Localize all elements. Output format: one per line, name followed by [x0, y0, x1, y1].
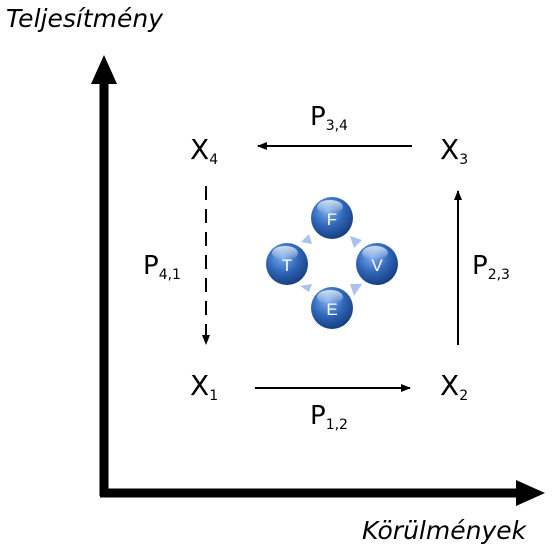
- state-x4-index: 4: [209, 152, 219, 168]
- state-x2-symbol: X: [440, 369, 460, 402]
- cycle-arrow-e-t: [300, 284, 312, 292]
- x-axis: [100, 480, 545, 506]
- transition-label-p34: P3,4: [310, 102, 348, 133]
- cycle-node-v: V: [356, 243, 398, 285]
- cycle-node-f: F: [311, 197, 353, 239]
- state-x3: X3: [440, 133, 468, 168]
- transition-p41-index: 4,1: [158, 267, 181, 283]
- state-x4-symbol: X: [190, 133, 210, 166]
- state-x2: X2: [440, 369, 468, 404]
- transition-label-p41: P4,1: [143, 251, 181, 282]
- cycle-node-t: T: [266, 243, 308, 285]
- transition-p12-symbol: P: [310, 401, 326, 431]
- x-axis-arrowhead: [516, 480, 545, 506]
- state-x1-index: 1: [209, 388, 219, 404]
- cycle-node-f-label: F: [327, 210, 337, 229]
- transition-label-p12: P1,2: [310, 401, 348, 432]
- cycle-node-e-label: E: [326, 300, 337, 319]
- state-x1: X1: [190, 369, 218, 404]
- y-axis-arrowhead: [91, 55, 117, 84]
- cycle-arrow-v-e: [350, 284, 362, 296]
- cycle-node-t-label: T: [282, 256, 292, 275]
- transition-p34-symbol: P: [310, 102, 326, 132]
- transition-p12-index: 1,2: [325, 417, 348, 433]
- transition-p23-symbol: P: [472, 251, 488, 281]
- state-x1-symbol: X: [190, 369, 210, 402]
- transition-label-p23: P2,3: [472, 251, 510, 282]
- transition-p34-index: 3,4: [325, 118, 348, 134]
- transition-p41-symbol: P: [143, 251, 159, 281]
- cycle-arrows: [300, 234, 362, 296]
- cycle-arrow-t-f: [301, 234, 312, 244]
- cycle-node-v-label: V: [371, 256, 383, 275]
- x-axis-label: Körülmények: [362, 516, 527, 545]
- cycle-graphic: F V E T: [266, 197, 398, 329]
- state-x3-symbol: X: [440, 133, 460, 166]
- state-x2-index: 2: [459, 388, 469, 404]
- cycle-node-e: E: [311, 287, 353, 329]
- cycle-arrow-f-v: [350, 236, 362, 248]
- y-axis-label: Teljesítmény: [6, 4, 163, 33]
- state-x4: X4: [190, 133, 218, 168]
- transition-p23-index: 2,3: [487, 267, 510, 283]
- state-x3-index: 3: [459, 152, 469, 168]
- y-axis: [91, 55, 117, 496]
